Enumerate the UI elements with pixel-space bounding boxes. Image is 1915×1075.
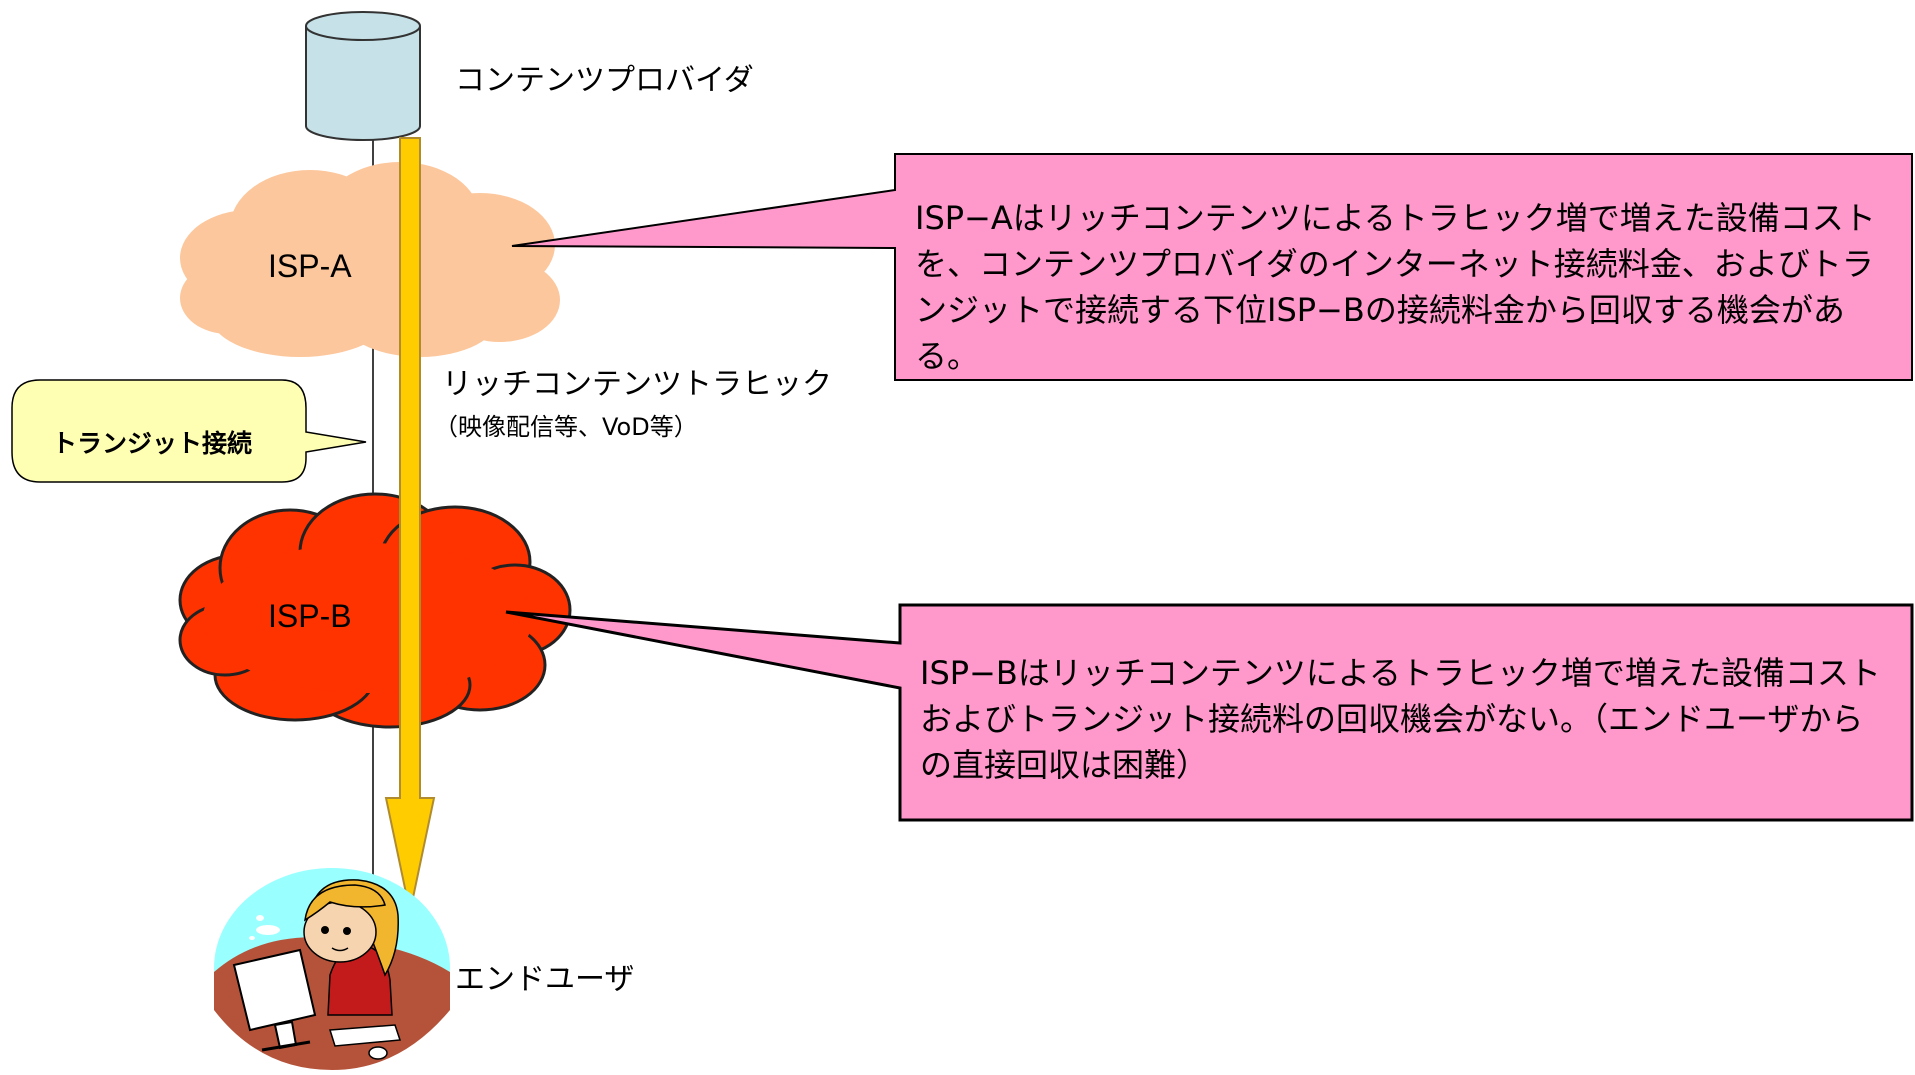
isp-a-callout-box <box>511 153 1913 381</box>
server-icon <box>305 11 421 141</box>
isp-b-cloud-core <box>203 543 533 693</box>
traffic-label: リッチコンテンツトラヒック <box>442 367 832 402</box>
isp-b-label: ISP-B <box>268 598 352 634</box>
transit-label: トランジット接続 <box>52 429 253 458</box>
isp-a-cloud <box>180 162 560 357</box>
isp-b-callout-text: ISP−Bはリッチコンテンツによるトラヒック増で増えた設備コストおよびトランジッ… <box>920 654 1881 784</box>
end-user-label: エンドユーザ <box>455 962 635 997</box>
transit-bubble <box>11 379 367 483</box>
end-user-illustration <box>214 868 450 1070</box>
isp-b-callout-box <box>505 603 1914 822</box>
content-provider-label: コンテンツプロバイダ <box>455 63 754 98</box>
isp-a-callout-text: ISP−Aはリッチコンテンツによるトラヒック増で増えた設備コストを、コンテンツプ… <box>915 199 1876 375</box>
isp-a-label: ISP-A <box>268 248 352 284</box>
traffic-arrow <box>384 137 436 913</box>
traffic-sublabel: （映像配信等、VoD等） <box>434 413 698 441</box>
